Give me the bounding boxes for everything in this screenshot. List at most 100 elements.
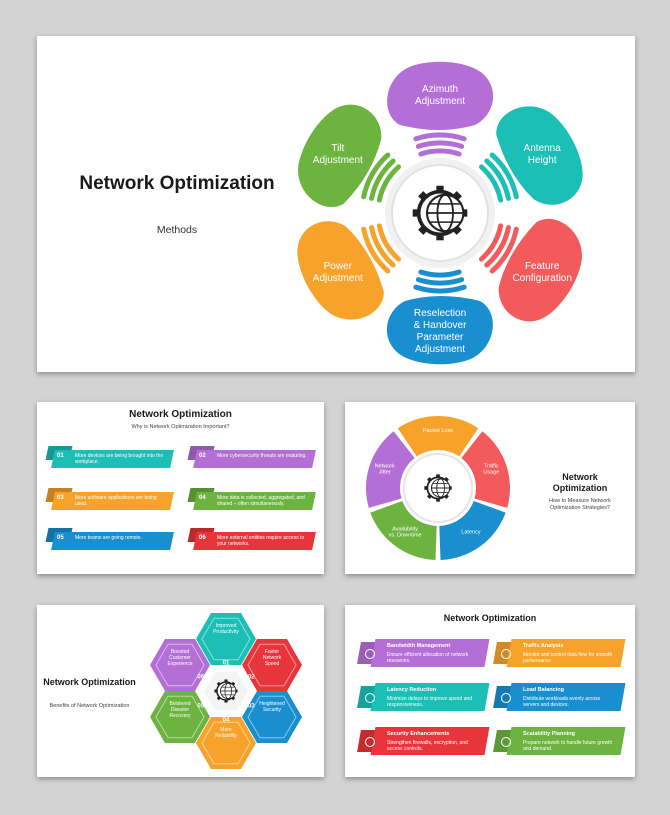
benefit-number: 02 — [248, 675, 255, 681]
main-title: Network Optimization — [79, 173, 275, 194]
benefit-number: 05 — [197, 703, 204, 709]
why-item[interactable]: 02 More cybersecurity threats are maturin… — [187, 446, 316, 470]
why-item[interactable]: 04 More data is collected, aggregated, an… — [187, 488, 316, 512]
benefit-hex[interactable] — [196, 613, 256, 665]
benefit-hex[interactable] — [150, 691, 210, 743]
why-item[interactable]: 01 More devices are being brought into th… — [45, 446, 174, 470]
strategy-title: Latency Reduction — [387, 687, 437, 693]
strategy-text: Ensure efficient allocation of network r… — [387, 652, 469, 664]
ring-segment[interactable] — [366, 431, 415, 508]
slide-strategies[interactable]: Network Optimization Bandwidth Managemen… — [345, 605, 635, 777]
strategy-text: Minimize delays to improve speed and res… — [387, 696, 473, 708]
gear-globe-icon — [214, 679, 238, 703]
why-title: Network Optimization — [129, 409, 232, 420]
petal[interactable] — [465, 92, 598, 230]
benefit-number: 06 — [197, 675, 204, 681]
strategy-title: Bandwidth Management — [387, 643, 451, 649]
ring-segment[interactable] — [397, 416, 479, 457]
strategy-icon — [501, 737, 511, 747]
why-item-number: 02 — [199, 453, 206, 459]
petal[interactable] — [386, 269, 493, 365]
why-item-number: 05 — [57, 535, 64, 541]
gear-globe-icon — [424, 474, 452, 502]
why-item[interactable]: 05 More teams are going remote. — [45, 528, 174, 552]
ring-segment-label: Packet Loss — [423, 428, 453, 434]
benefit-number: 03 — [248, 703, 255, 709]
strategy-icon — [501, 649, 511, 659]
strategy-icon — [365, 649, 375, 659]
strategy-text: Strengthen firewalls, encryption, and ac… — [387, 740, 468, 752]
table-title: Network Optimization — [443, 613, 537, 623]
strategy-icon — [365, 693, 375, 703]
slide-why[interactable]: Network Optimization Why is Network Opti… — [37, 402, 324, 574]
strategy-text: Monitor and control data flow for smooth… — [523, 652, 613, 664]
benefits-subtitle: Benefits of Network Optimization — [49, 703, 130, 709]
strategy-title: Scalability Planning — [523, 731, 575, 737]
petal[interactable] — [282, 196, 415, 334]
strategy-text: Prepare network to handle future growth … — [523, 740, 613, 752]
why-item-text: More teams are going remote. — [75, 535, 142, 541]
why-item[interactable]: 03 More software applications are being u… — [45, 488, 174, 512]
strategy-text: Distribute workloads evenly across serve… — [523, 696, 600, 708]
benefit-hex[interactable] — [242, 691, 302, 743]
measure-title: Network Optimization — [552, 472, 608, 493]
why-item-number: 01 — [57, 453, 64, 459]
petal[interactable] — [465, 197, 598, 335]
strategy-icon — [501, 693, 511, 703]
why-subtitle: Why is Network Optimization Important? — [131, 424, 230, 430]
measure-subtitle: How to Measure Network Optimization Stra… — [549, 498, 611, 511]
why-item-number: 03 — [57, 495, 64, 501]
strategy-title: Security Enhancements — [387, 731, 450, 737]
slide-benefits[interactable]: Network Optimization Benefits of Network… — [37, 605, 324, 777]
benefits-title: Network Optimization — [43, 677, 136, 687]
gear-globe-icon — [412, 185, 468, 241]
strategy-title: Load Balancing — [523, 687, 564, 693]
ring-segment[interactable] — [370, 500, 437, 560]
benefit-number: 04 — [223, 718, 230, 724]
why-item-text: More external entities require access to… — [217, 535, 305, 547]
why-item-text: More cybersecurity threats are maturing. — [217, 453, 307, 459]
strategy-title: Traffic Analysis — [523, 643, 564, 649]
why-item-number: 04 — [199, 495, 206, 501]
strategy-icon — [365, 737, 375, 747]
petal[interactable] — [387, 61, 494, 157]
ring-segment[interactable] — [461, 431, 510, 508]
why-item[interactable]: 06 More external entities require access … — [187, 528, 316, 552]
benefit-hex[interactable] — [150, 639, 210, 691]
why-item-text: More software applications are being use… — [75, 495, 157, 507]
benefit-hex[interactable] — [196, 717, 256, 769]
why-item-text: More devices are being brought into the … — [75, 453, 164, 465]
benefit-number: 01 — [223, 660, 230, 666]
petal[interactable] — [283, 91, 416, 229]
ring-segment[interactable] — [439, 500, 506, 560]
ring-segment-label: Latency — [461, 529, 481, 535]
why-item-text: More data is collected, aggregated, and … — [217, 495, 305, 507]
why-item-number: 06 — [199, 535, 206, 541]
benefit-hex[interactable] — [242, 639, 302, 691]
